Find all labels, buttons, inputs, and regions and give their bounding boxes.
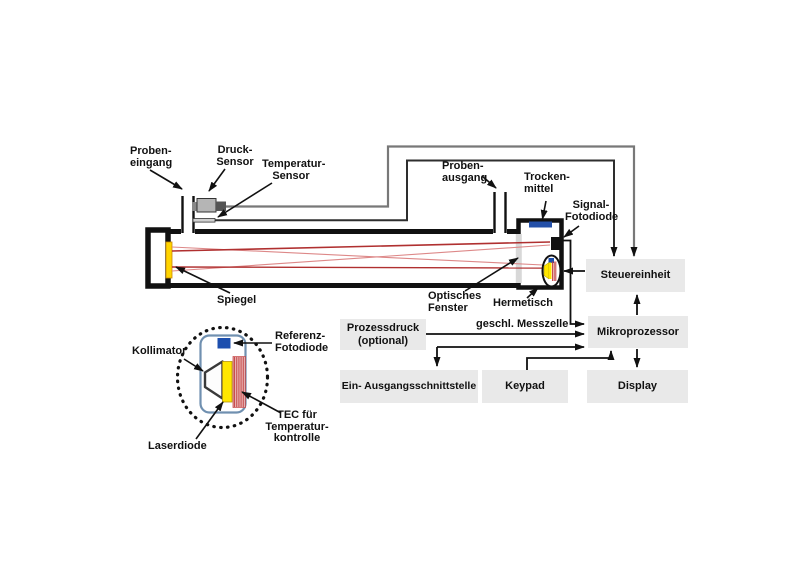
label-hermetic-cell-1: Hermetisch — [493, 297, 553, 309]
block-io-interface: Ein- Ausgangsschnittstelle — [340, 370, 478, 403]
tube-walls — [168, 229, 518, 288]
laser-assembly-mini — [541, 254, 562, 288]
block-wires — [426, 239, 641, 370]
label-hermetic-cell-2: geschl. Messzelle — [476, 318, 569, 330]
label-laser-diode: Laserdiode — [148, 440, 207, 452]
block-process-pressure: Prozessdruck (optional) — [340, 319, 426, 350]
desiccant-bar — [529, 221, 552, 228]
label-sample-outlet: Proben- ausgang — [442, 160, 488, 184]
pressure-sensor — [192, 198, 226, 213]
laser-assembly-detail — [175, 325, 270, 430]
label-collimator: Kollimator — [132, 345, 187, 357]
temperature-sensor-wire — [215, 159, 618, 257]
reference-photodiode — [217, 338, 231, 349]
pressure-sensor-wire — [226, 145, 638, 257]
label-optical-window: Optisches Fenster — [428, 290, 482, 314]
mirror-housing — [145, 227, 171, 289]
laser-diode — [222, 361, 233, 403]
label-sample-inlet: Proben- eingang — [130, 145, 173, 169]
laser-beams — [171, 241, 551, 272]
label-mirror: Spiegel — [217, 294, 257, 306]
label-signal-photodiode: Signal- Fotodiode — [565, 199, 619, 223]
label-desiccant: Trocken- mittel — [524, 171, 570, 195]
block-keypad: Keypad — [482, 370, 568, 403]
block-control-unit: Steuereinheit — [586, 259, 685, 292]
signal-photodiode — [551, 237, 562, 250]
mirror — [165, 241, 173, 279]
label-reference-photodiode: Referenz- Fotodiode — [275, 330, 329, 354]
tec-element — [232, 356, 246, 408]
label-pressure-sensor: Druck- Sensor — [216, 144, 254, 168]
label-temperature-sensor: Temperatur- Sensor — [262, 158, 326, 182]
label-tec: TEC für Temperatur- kontrolle — [265, 409, 329, 444]
label-arrows — [149, 168, 580, 440]
sample-pipes — [181, 192, 507, 233]
temperature-sensor-rod — [192, 218, 216, 223]
block-microprocessor: Mikroprozessor — [588, 316, 688, 348]
detail-dotted-circle — [175, 325, 270, 430]
block-display: Display — [587, 370, 688, 403]
